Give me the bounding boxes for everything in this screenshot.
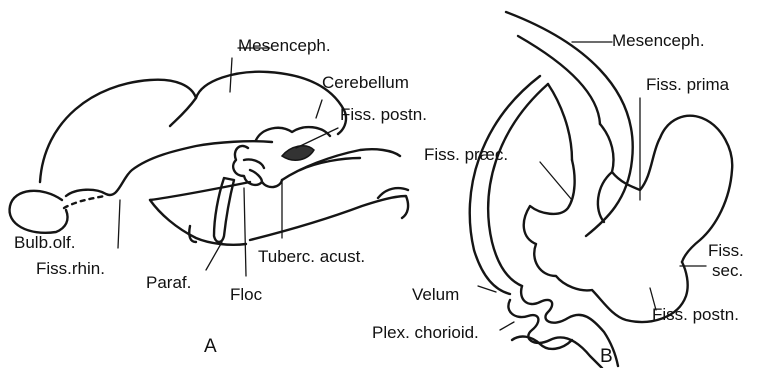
label-a-tuberc-acust: Tuberc. acust. [258,247,365,266]
label-b-fiss-sec-1: Fiss. [708,241,744,260]
label-a-bulb-olf: Bulb.olf. [14,233,75,252]
panel-a: Mesenceph. Cerebellum Fiss. postn. Bulb.… [10,36,427,357]
panel-b-label: B [600,346,613,367]
label-a-floc: Floc [230,285,263,304]
label-a-fiss-postn: Fiss. postn. [340,105,427,124]
label-a-paraf: Paraf. [146,273,191,292]
label-b-fiss-sec-2: sec. [712,261,743,280]
label-b-fiss-postn: Fiss. postn. [652,305,739,324]
label-b-mesenceph: Mesenceph. [612,31,705,50]
label-b-fiss-praec: Fiss. præc. [424,145,508,164]
label-a-cerebellum: Cerebellum [322,73,409,92]
label-b-velum: Velum [412,285,459,304]
panel-a-label: A [204,336,217,357]
label-a-fiss-rhin: Fiss.rhin. [36,259,105,278]
label-a-mesenceph: Mesenceph. [238,36,331,55]
label-b-plex-chorioid: Plex. chorioid. [372,323,479,342]
label-b-fiss-prima: Fiss. prima [646,75,730,94]
panel-b: Mesenceph. Fiss. prima Fiss. præc. Fiss.… [372,12,744,368]
